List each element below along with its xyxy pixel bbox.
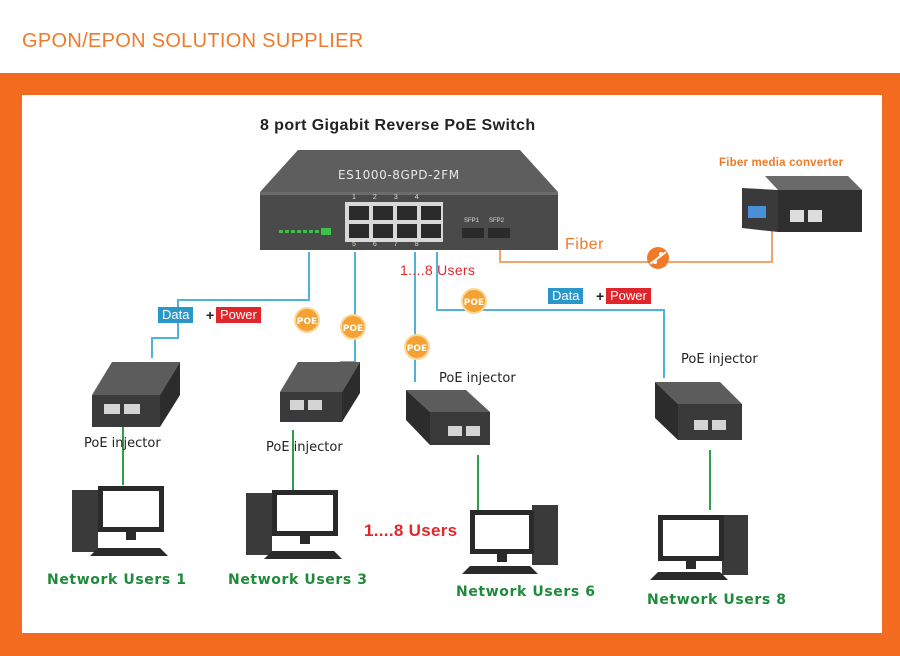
poe-switch [260,150,558,250]
port-number: 1 [352,194,373,201]
power-tag: Power [216,307,261,323]
fiber-icon [647,247,669,269]
network-users-1-label: Network Users 1 [47,572,187,588]
fiber-media-converter [742,176,862,232]
injector-1 [92,362,180,427]
port-number: 6 [372,241,394,248]
users-range-large: 1....8 Users [364,521,458,540]
converter-title: Fiber media converter [719,157,844,169]
data-tag: Data [548,288,584,304]
injector-label-3: PoE injector [266,440,343,455]
cable-port4 [436,252,665,378]
switch-title: 8 port Gigabit Reverse PoE Switch [260,117,536,134]
data-tag: Data [158,307,194,323]
port-numbers-bottom: 5678 [352,241,436,248]
poe-badge: POE [461,288,487,314]
computer-3 [246,490,342,559]
network-users-6-label: Network Users 6 [456,584,596,600]
injector-3 [280,362,360,422]
computer-1 [72,486,168,556]
network-users-8-label: Network Users 8 [647,592,787,608]
port-numbers-top: 1234 [352,194,436,201]
port-number: 5 [352,241,373,248]
port-number: 2 [372,194,394,201]
sfp-slots [462,228,510,238]
poe-badge: POE [294,307,320,333]
switch-model: ES1000-8GPD-2FM [338,168,460,182]
fiber-cable [499,222,773,263]
poe-badge: POE [404,334,430,360]
injector-8 [655,382,742,440]
header-title: GPON/EPON SOLUTION SUPPLIER [22,30,364,52]
poe-badge: POE [340,314,366,340]
computer-8 [650,515,748,580]
lan-cables [122,420,711,512]
plus-sign: + [596,288,605,304]
injector-label-6: PoE injector [439,371,516,386]
switch-leds [279,228,331,235]
port-number: 8 [414,241,436,248]
cable-port1 [151,252,310,358]
port-number: 3 [393,194,415,201]
plus-sign: + [206,307,215,323]
port-number: 7 [393,241,415,248]
injector-6 [406,390,490,445]
injector-label-8: PoE injector [681,352,758,367]
sfp1-label: SFP1 [464,218,480,224]
injector-label-1: PoE injector [84,436,161,451]
computer-6 [462,505,558,574]
sfp2-label: SFP2 [489,218,505,224]
network-users-3-label: Network Users 3 [228,572,368,588]
switch-ports [345,202,443,242]
fiber-label: Fiber [565,236,604,253]
port-number: 4 [414,194,436,201]
users-range-small: 1....8 Users [400,262,476,278]
cable-port2 [340,252,356,363]
power-tag: Power [606,288,651,304]
